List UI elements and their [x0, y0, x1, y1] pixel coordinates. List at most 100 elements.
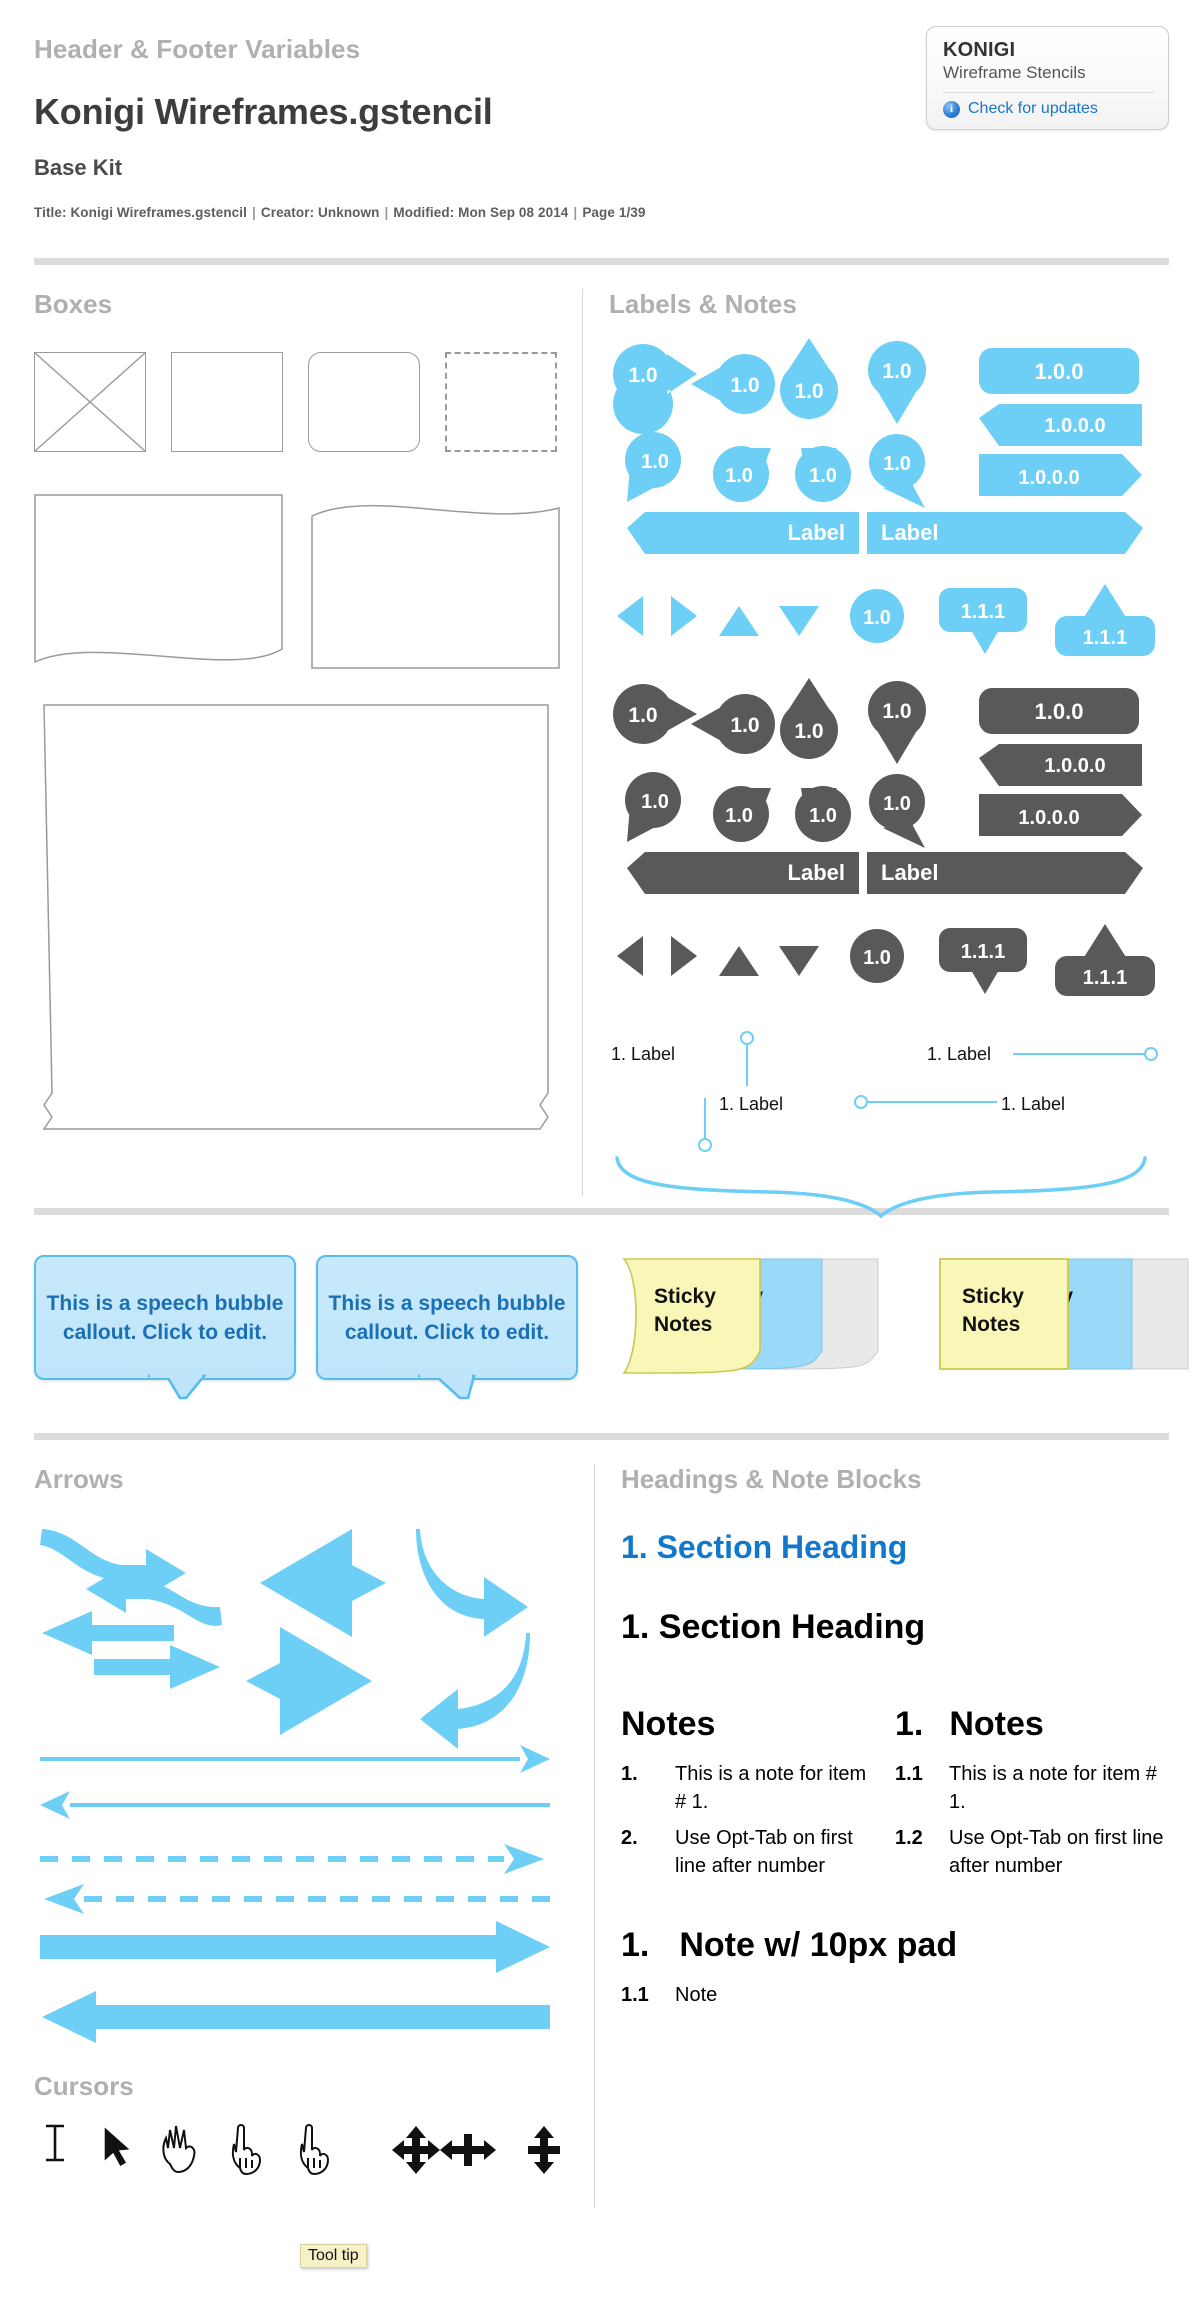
label-bar-text: Label [881, 860, 938, 885]
callout-text: 1.0 [809, 465, 837, 487]
callout-gray-bubble-up [1055, 956, 1155, 996]
sticky-note-line1: Sticky [962, 1285, 1024, 1308]
section-divider-1 [34, 258, 1169, 265]
meta-title: Title: Konigi Wireframes.gstencil [34, 205, 247, 220]
callout-text: 1.0 [725, 805, 753, 827]
speech-bubble[interactable]: This is a speech bubble callout. Click t… [34, 1255, 296, 1400]
leader-dot [1144, 1047, 1158, 1061]
callout-text: 1.1.1 [1083, 627, 1127, 649]
box-torn-bottom[interactable] [34, 494, 284, 669]
callout-text: 1.0 [794, 720, 823, 743]
sticky-notes-flat[interactable]: cky es cky es Sticky Notes [926, 1255, 1199, 1390]
note-item-text: Use Opt-Tab on first line after number [675, 1827, 853, 1877]
arrow-thin-left [40, 1791, 70, 1819]
note-block-title: Notes [621, 1705, 716, 1743]
triangle-left-icon [617, 936, 643, 976]
meta-sep-2: | [384, 205, 389, 220]
arrows-group [40, 1529, 550, 1819]
meta-sep-1: | [251, 205, 256, 220]
callout-text: 1.0 [628, 704, 657, 727]
note-item-number: 1. [621, 1763, 638, 1785]
note-item-number: 1.2 [895, 1827, 923, 1849]
callout-text: 1.0.0 [1035, 699, 1084, 724]
callout-blue-bar [979, 348, 1139, 394]
leader-dot [854, 1095, 868, 1109]
note-block: 1. Notes 1.1 This is a note for item # 1… [895, 1705, 1165, 1880]
section-heading-blue: 1. Section Heading [621, 1529, 908, 1565]
note-item-text: This is a note for item # 1. [675, 1763, 867, 1813]
note-pad-heading: 1. Note w/ 10px pad [621, 1926, 1169, 1965]
callout-text: 1.1.1 [961, 941, 1005, 963]
leader-dot [698, 1138, 712, 1152]
column-divider-top [582, 289, 583, 1196]
check-for-updates-link[interactable]: Check for updates [968, 100, 1098, 117]
arrow-cursor [103, 2124, 133, 2168]
box-dashed[interactable] [445, 352, 557, 452]
callout-text: 1.0 [628, 364, 657, 387]
callout-gray-right-tail [613, 684, 697, 744]
callout-text: 1.0 [882, 700, 911, 723]
note-item-number: 1.1 [895, 1763, 923, 1785]
callout-gray-bubble [939, 928, 1027, 972]
note-block-prefix: 1. [895, 1705, 924, 1743]
arrow-taper-left [42, 1611, 174, 1655]
box-rounded[interactable] [308, 352, 420, 452]
box-wavy-top[interactable] [311, 494, 561, 669]
callout-blue-bar-left-arrow [979, 404, 1142, 446]
callout-text: 1.0 [809, 805, 837, 827]
arrow-big-left [246, 1627, 372, 1735]
callout-text: 1.0.0.0 [1018, 807, 1079, 829]
column-divider-bottom [594, 1464, 595, 2208]
leader-lines-group: 1. Label 1. Label 1. Label 1. Label [611, 1031, 1158, 1219]
speech-bubble[interactable]: This is a speech bubble callout. Click t… [316, 1255, 578, 1400]
callout-gray-pin [868, 681, 926, 764]
meta-creator: Creator: Unknown [260, 205, 380, 220]
header: Header & Footer Variables Konigi Wirefra… [34, 34, 1169, 220]
arrow-dashed-right [504, 1844, 544, 1874]
sticky-notes-curled[interactable]: cky te cky te Sticky Notes [610, 1255, 900, 1390]
speech-bubble-tail [417, 1372, 476, 1400]
callout-text: 1.0 [863, 607, 891, 629]
i-beam-cursor [46, 2124, 64, 2162]
arrow-block-right [40, 1921, 550, 1973]
callout-text: 1.0.0 [1035, 359, 1084, 384]
kit-name: Base Kit [34, 155, 123, 180]
label-bar-blue-left [627, 512, 859, 554]
callout-gray-tear-tl2 [795, 786, 851, 842]
arrow-taper-right [94, 1645, 220, 1689]
meta-modified: Modified: Mon Sep 08 2014 [393, 205, 569, 220]
leader-label: 1. Label [611, 1044, 675, 1064]
callout-text: 1.0.0.0 [1018, 467, 1079, 489]
badge-subtitle: Wireframe Stencils [943, 63, 1086, 82]
sticky-notes-curled-group: cky te cky te Sticky Notes [610, 1255, 900, 1385]
callout-blue-tear-tl [625, 432, 681, 502]
callout-text: 1.0 [794, 380, 823, 403]
arrow-swoosh-up-left [420, 1633, 530, 1749]
callout-text: 1.0 [863, 947, 891, 969]
box-ribbon-large[interactable] [34, 703, 564, 1135]
meta-sep-3: | [573, 205, 578, 220]
speech-bubble-tail [147, 1372, 207, 1400]
callout-text: 1.0 [725, 465, 753, 487]
arrow-swoosh-down-right [416, 1529, 528, 1637]
leader-label: 1. Label [1001, 1094, 1065, 1114]
note-item-text: Use Opt-Tab on first line after number [949, 1827, 1164, 1877]
labels-notes-section: Labels & Notes 1.0 1.0 [609, 289, 1169, 1219]
box-with-x[interactable] [34, 351, 146, 452]
callout-text: 1.0 [882, 360, 911, 383]
box-plain[interactable] [171, 352, 283, 452]
note-item: 1. This is a note for item # 1. [621, 1760, 871, 1816]
label-bar-gray-left [627, 852, 859, 894]
callout-text: 1.1.1 [1083, 967, 1127, 989]
callout-blue-tear-tr [713, 446, 771, 502]
label-bar-gray-right [867, 852, 1143, 894]
section-heading-black: 1. Section Heading [621, 1608, 926, 1646]
arrows-section-title: Arrows [34, 1464, 124, 1494]
header-footer-variables-label: Header & Footer Variables [34, 34, 361, 64]
sticky-notes-flat-group: cky es cky es Sticky Notes [926, 1255, 1199, 1385]
note-item-number: 2. [621, 1827, 638, 1849]
resize-horizontal-cursor [440, 2134, 496, 2166]
blue-callouts-group: 1.0 1.0 1.0 1.0 1.0.0 [613, 338, 1143, 554]
pointing-hand-cursor [299, 2124, 330, 2176]
